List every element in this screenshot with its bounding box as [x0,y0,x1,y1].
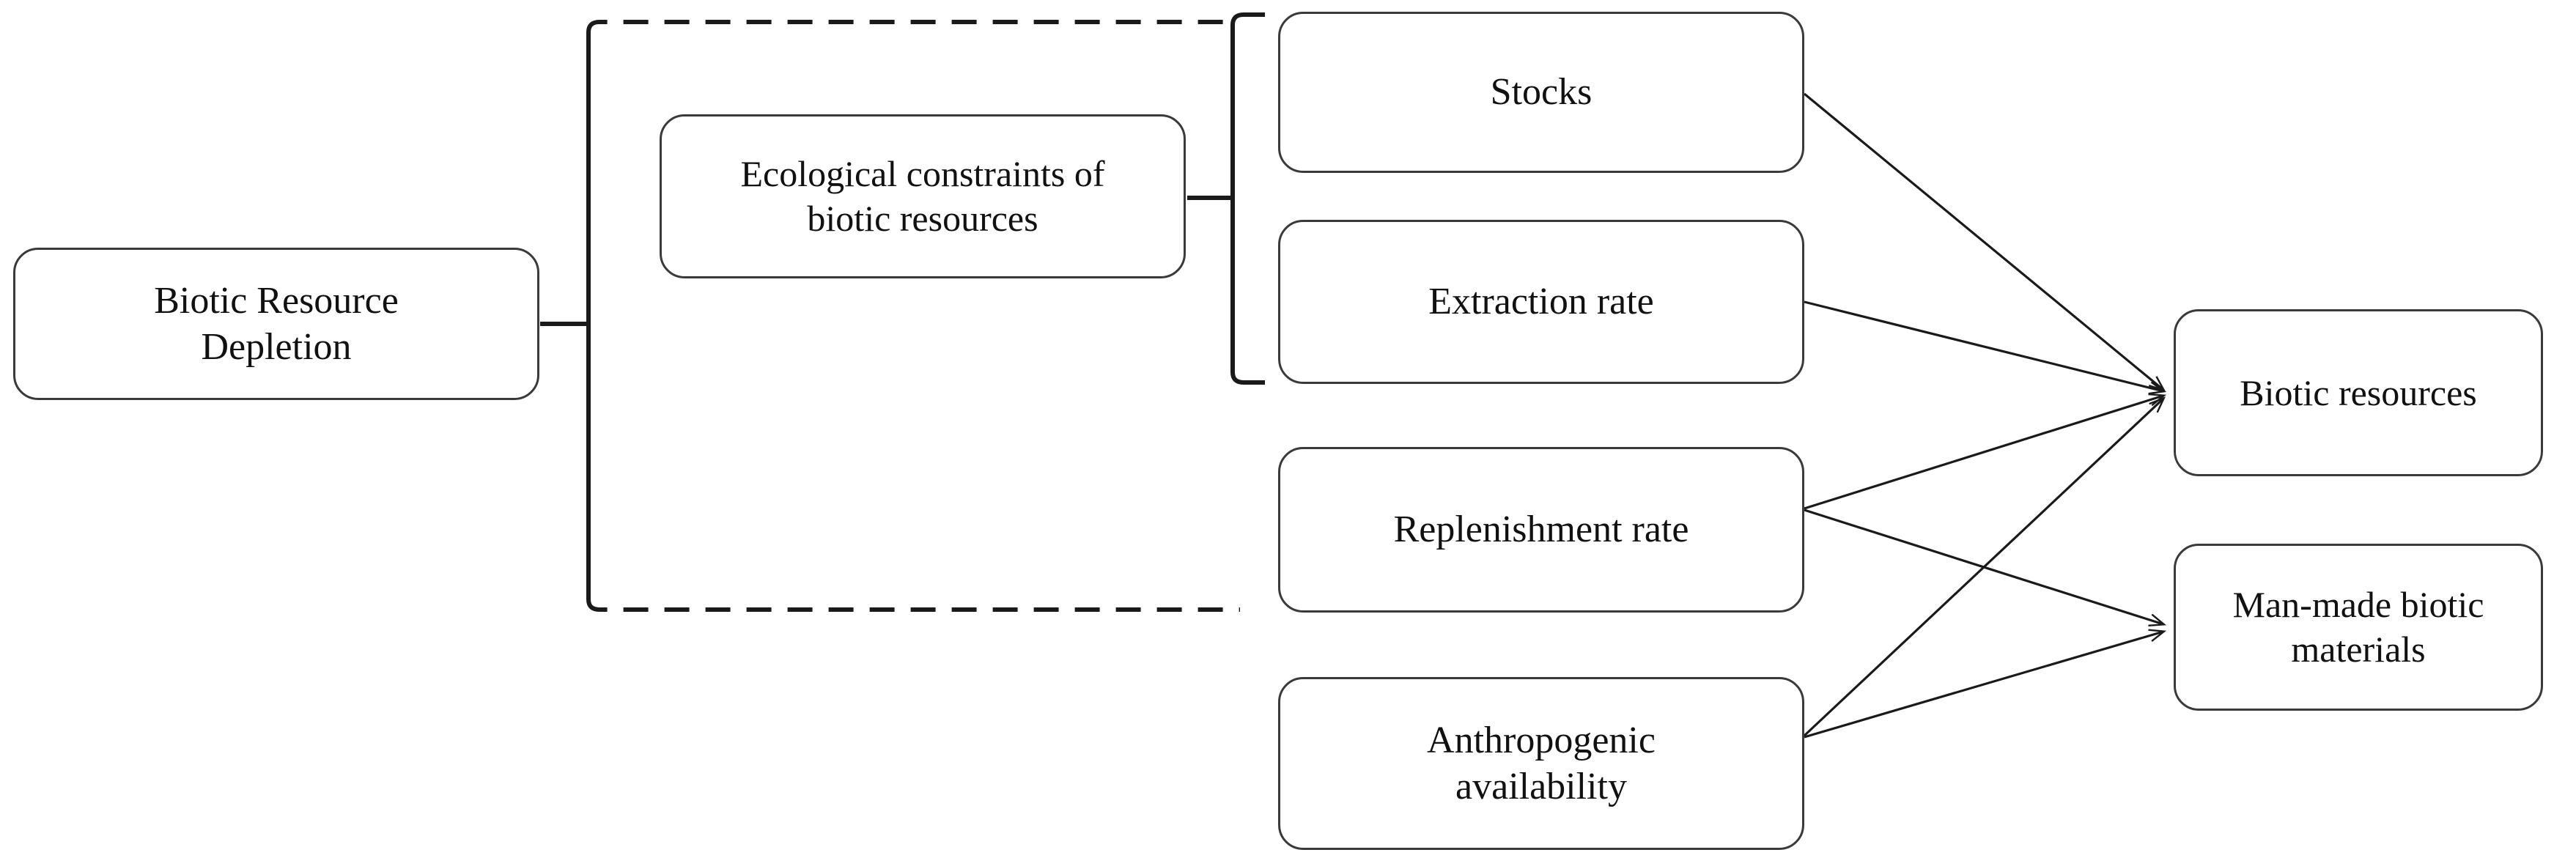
arrow-anthropogenic-availability-to-biotic-resources [1803,399,2163,737]
inner-solid-bracket [1187,12,1265,385]
node-label: Stocks [1490,71,1593,114]
arrow-replenishment-rate-to-man-made-biotic-materials [1804,508,2163,624]
arrow-stocks-to-biotic-resources [1803,92,2163,390]
node-label: Extraction rate [1428,281,1654,323]
node-biotic-resources[interactable]: Biotic resources [2174,309,2543,476]
node-ecological-constraints[interactable]: Ecological constraints of biotic resourc… [660,114,1186,278]
node-stocks[interactable]: Stocks [1278,12,1804,173]
node-label: Ecological constraints of biotic resourc… [740,153,1105,239]
node-label: Man-made biotic materials [2232,584,2484,670]
arrow-extraction-rate-to-biotic-resources [1804,300,2163,391]
node-extraction-rate[interactable]: Extraction rate [1278,220,1804,384]
node-label: Replenishment rate [1393,508,1689,551]
node-replenishment-rate[interactable]: Replenishment rate [1278,447,1804,613]
arrow-replenishment-rate-to-biotic-resources [1804,396,2163,510]
node-label: Anthropogenic availability [1427,719,1656,807]
outer-dashed-bracket [540,20,1240,612]
node-man-made-biotic-materials[interactable]: Man-made biotic materials [2174,544,2543,711]
node-label: Biotic Resource Depletion [154,279,399,368]
node-anthropogenic-availability[interactable]: Anthropogenic availability [1278,677,1804,850]
node-biotic-resource-depletion[interactable]: Biotic Resource Depletion [13,248,539,400]
arrow-anthropogenic-availability-to-man-made-biotic-materials [1804,632,2163,739]
node-label: Biotic resources [2240,371,2477,413]
